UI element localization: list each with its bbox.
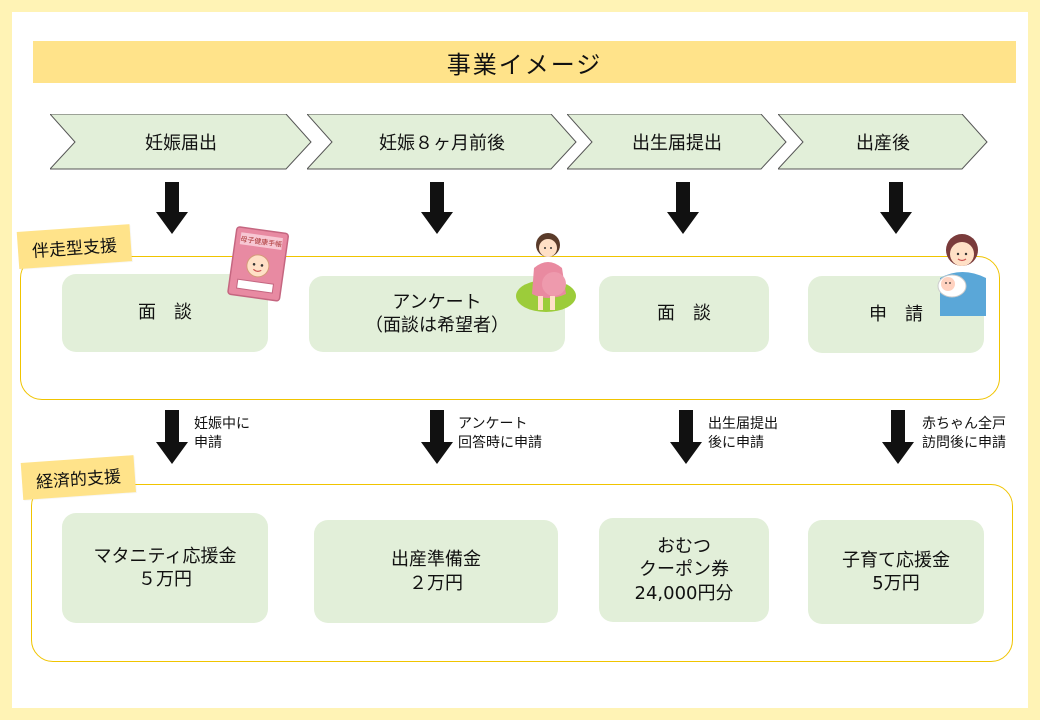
note-line: 妊娠中に [194, 416, 250, 432]
note-line: 訪問後に申請 [922, 434, 1006, 451]
page-title: 事業イメージ [33, 41, 1016, 83]
stage-chevron-shape [307, 114, 577, 170]
box-amount: 24,000円分 [634, 582, 734, 604]
handbook-icon: 母子健康手帳 [227, 226, 289, 302]
box-label: 申 請 [869, 303, 923, 325]
down-arrow-icon [156, 182, 188, 234]
down-arrow-icon [421, 182, 453, 234]
note-line: 回答時に申請 [458, 434, 542, 451]
maternity-grant-box: マタニティ応援金 ５万円 [62, 513, 268, 623]
note-line: 申請 [194, 434, 222, 451]
stage-label: 出生届提出 [632, 133, 722, 154]
box-label: アンケート [392, 291, 482, 313]
stage-label: 出産後 [856, 133, 910, 154]
application-note: 赤ちゃん全戸 訪問後に申請 [922, 415, 1006, 453]
pregnant-woman-icon [516, 233, 576, 312]
stage-after-birth: 出産後 [778, 114, 988, 170]
box-amount: ５万円 [138, 569, 192, 590]
down-arrow-icon [882, 410, 914, 464]
childcare-grant-box: 子育て応援金 5万円 [808, 520, 984, 624]
note-line: 後に申請 [708, 434, 764, 451]
box-label: クーポン券 [639, 559, 729, 581]
stage-8-months: 妊娠８ヶ月前後 [307, 114, 577, 170]
box-amount: 5万円 [872, 573, 920, 594]
box-label: 面 談 [657, 303, 711, 325]
box-label: 面 談 [138, 302, 192, 324]
companion-support-tag: 伴走型支援 [16, 224, 133, 269]
birth-preparation-grant-box: 出産準備金 ２万円 [314, 520, 558, 623]
down-arrow-icon [421, 410, 453, 464]
nurse-with-baby-icon [937, 234, 986, 316]
diaper-coupon-box: おむつ クーポン券 24,000円分 [599, 518, 769, 622]
down-arrow-icon [670, 410, 702, 464]
application-note: アンケート 回答時に申請 [458, 415, 542, 453]
stage-label: 妊娠８ヶ月前後 [379, 133, 505, 154]
box-amount: ２万円 [409, 572, 463, 594]
note-line: 赤ちゃん全戸 [922, 416, 1006, 432]
down-arrow-icon [880, 182, 912, 234]
companion-support-section [20, 256, 1000, 400]
stage-chevron-shape [567, 114, 787, 170]
box-label: 子育て応援金 [842, 549, 950, 571]
down-arrow-icon [156, 410, 188, 464]
economic-support-section [31, 484, 1013, 662]
application-note: 出生届提出 後に申請 [708, 415, 778, 453]
box-label: 出産準備金 [391, 549, 481, 571]
stage-label: 妊娠届出 [145, 133, 217, 154]
note-line: アンケート [458, 416, 528, 432]
application-note: 妊娠中に 申請 [194, 415, 250, 453]
stage-birth-registration: 出生届提出 [567, 114, 787, 170]
down-arrow-icon [667, 182, 699, 234]
note-line: 出生届提出 [708, 416, 778, 432]
stage-pregnancy-notification: 妊娠届出 [50, 114, 312, 170]
consultation-box-2: 面 談 [599, 276, 769, 352]
box-sublabel: （面談は希望者） [365, 315, 509, 336]
box-label: マタニティ応援金 [93, 545, 237, 567]
stage-chevron-shape [50, 114, 312, 170]
box-label: おむつ [657, 535, 711, 557]
economic-support-tag: 経済的支援 [20, 455, 137, 500]
stage-chevron-shape [778, 114, 988, 170]
